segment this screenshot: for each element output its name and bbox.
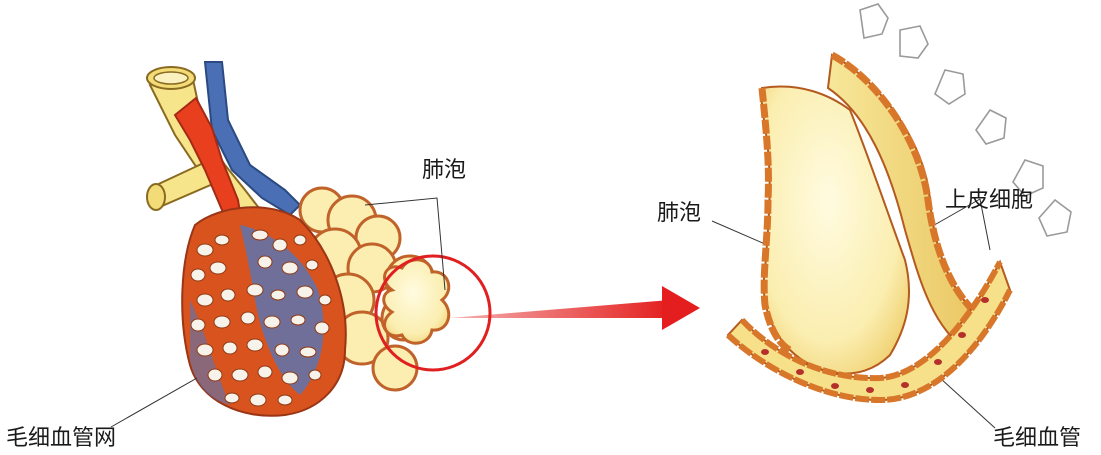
alveolus-cross-section bbox=[728, 55, 1010, 400]
label-capillary: 毛细血管 bbox=[993, 428, 1081, 450]
label-epithelial-cells: 上皮细胞 bbox=[945, 190, 1033, 212]
label-alveolus-right: 肺泡 bbox=[657, 203, 701, 225]
label-capillary-network: 毛细血管网 bbox=[6, 428, 116, 450]
label-alveolus-left: 肺泡 bbox=[422, 160, 466, 182]
